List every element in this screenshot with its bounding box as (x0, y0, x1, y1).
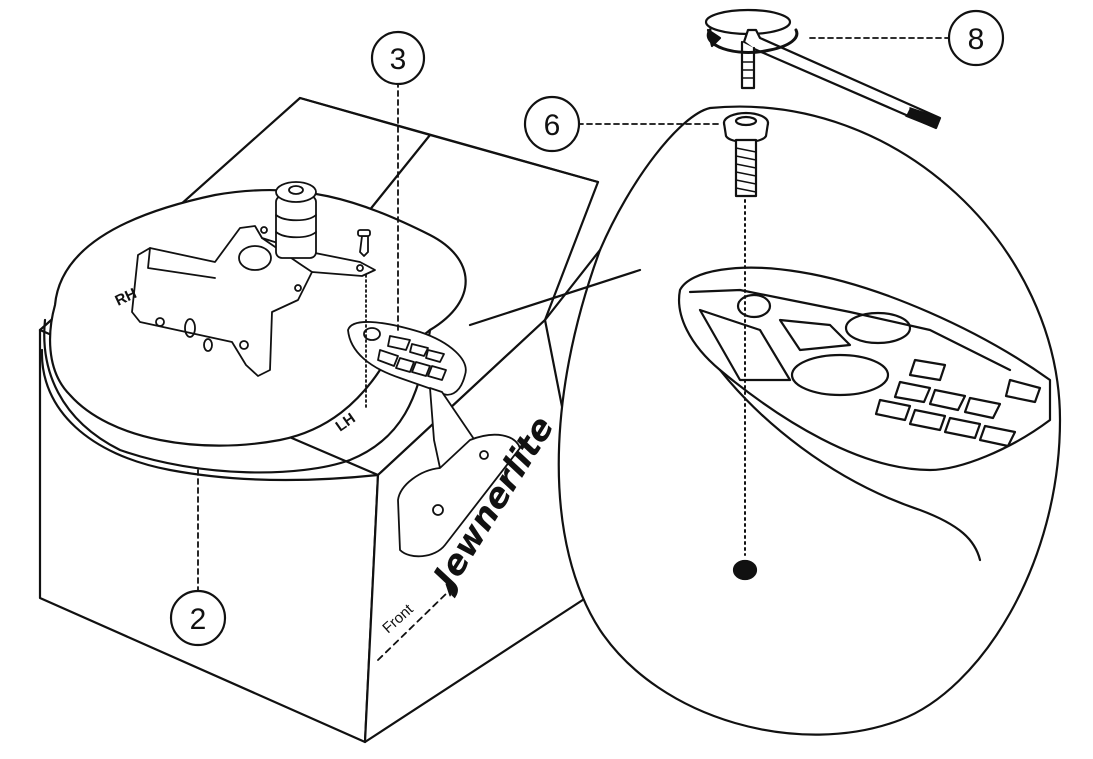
small-bolt-icon (359, 235, 369, 257)
box-top-crease (298, 96, 432, 137)
armrest-pad (347, 321, 467, 396)
zoom-connector-line (468, 268, 642, 327)
cushion-bottom-edge (40, 348, 380, 482)
front-arrow-head (445, 583, 457, 597)
callout-6-number: 6 (544, 109, 561, 142)
hex-key (704, 8, 942, 130)
zoom-circle (557, 105, 1062, 736)
armrest (347, 321, 521, 558)
front-arrow (377, 589, 451, 661)
callout-6-circle (523, 95, 581, 153)
armrest-bracket (397, 433, 521, 558)
bolt (722, 111, 770, 198)
callout-leaders (197, 37, 951, 593)
mechanism-plate (131, 181, 376, 377)
zoom-connector-line-2 (543, 248, 602, 322)
cushion-side (43, 318, 432, 474)
zoom-detail (468, 105, 1062, 736)
callout-2-circle (169, 589, 227, 647)
callout-3-number: 3 (390, 43, 407, 76)
callout-2-number: 2 (190, 603, 207, 636)
bolt-hole (732, 559, 758, 581)
callout-8-circle (947, 9, 1005, 67)
callout-3-circle (370, 30, 426, 86)
callout-8-number: 8 (968, 23, 985, 56)
